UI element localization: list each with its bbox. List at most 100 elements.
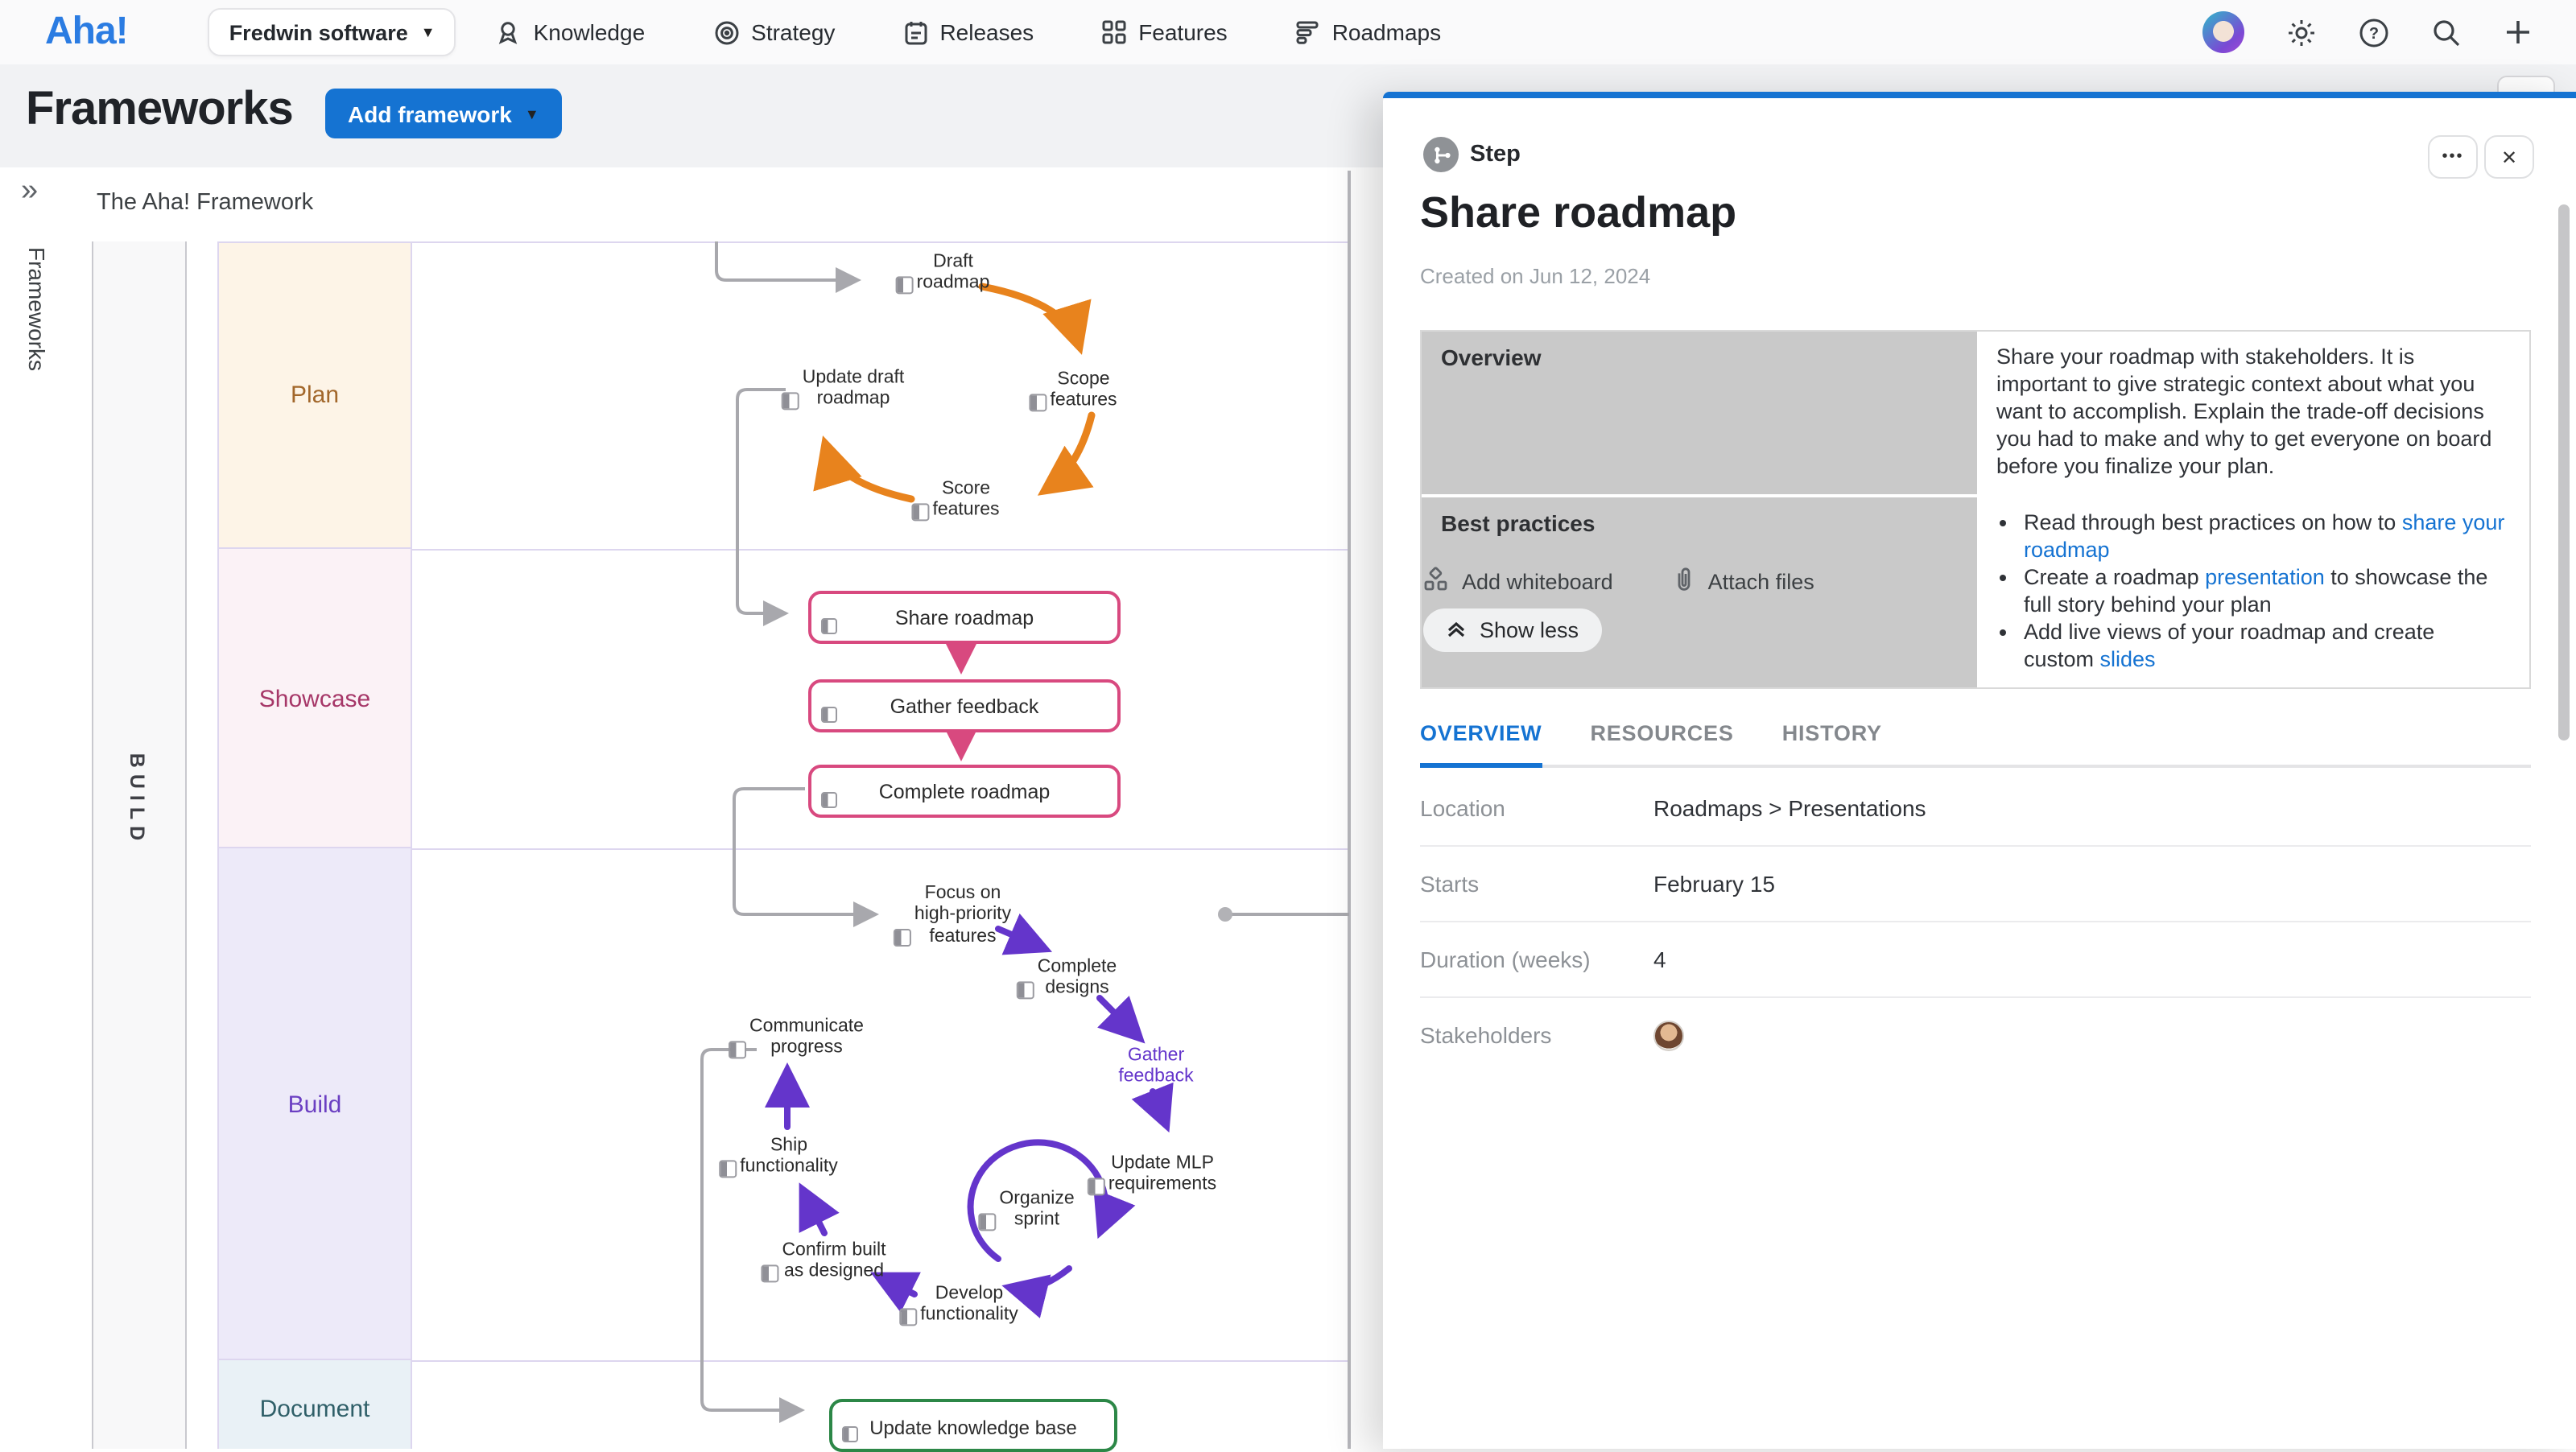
description-table: Overview Share your roadmap with stakeho… [1420,330,2531,689]
nav-item-label: Knowledge [533,19,646,45]
close-panel-button[interactable]: ✕ [2484,135,2534,179]
table-label-overview: Overview [1422,332,1977,494]
more-options-button[interactable]: ••• [2428,135,2478,179]
chevron-down-icon: ▼ [524,105,539,122]
diagram-box-update-knowledge-base[interactable]: Update knowledge base [829,1399,1117,1452]
workspace-switcher[interactable]: Fredwin software ▼ [208,8,456,56]
stakeholder-avatar[interactable] [1653,1020,1684,1050]
phase-column [92,241,187,1449]
diagram-node-complete-designs[interactable]: Complete designs [1016,957,1117,1000]
field-row-starts: Starts February 15 [1420,847,2531,922]
attach-files-button[interactable]: Attach files [1671,567,1814,597]
record-title[interactable]: Share roadmap [1420,188,1737,237]
panel-scrollbar[interactable] [2558,204,2570,740]
slides-link[interactable]: slides [2099,646,2156,671]
help-icon[interactable]: ? [2357,16,2389,48]
card-icon [893,928,911,947]
roadmap-bars-icon [1295,19,1321,45]
tab-resources[interactable]: RESOURCES [1590,721,1734,745]
lane-divider [412,848,1348,850]
phase-vertical-label: BUILD [126,753,148,848]
card-icon [1029,393,1047,411]
lane-plan: Plan [217,241,412,549]
lane-label-build: Build [287,1091,342,1119]
diagram-node-focus-high-priority[interactable]: Focus on high-priority features [893,884,1011,948]
diagram-box-share-roadmap[interactable]: Share roadmap [808,591,1121,644]
lane-document: Document [217,1360,412,1449]
diagram-node-organize-sprint[interactable]: Organize sprint [978,1189,1075,1231]
diagram-node-update-draft-roadmap[interactable]: Update draft roadmap [781,368,904,410]
nav-item-releases[interactable]: Releases [902,19,1034,46]
record-type-label: Step [1470,142,1521,167]
diagram-node-score-features[interactable]: Score features [911,479,1000,522]
diagram-node-scope-features[interactable]: Scope features [1029,369,1117,412]
page-title: Frameworks [26,84,294,135]
nav-item-strategy[interactable]: Strategy [712,19,835,46]
share-roadmap-link[interactable]: share your roadmap [2024,510,2505,562]
table-label-best-practices: Best practices [1422,497,1977,687]
lane-showcase: Showcase [217,549,412,848]
add-plus-icon[interactable] [2502,16,2534,48]
presentation-link[interactable]: presentation [2205,564,2325,589]
panel-tabs: OVERVIEW RESOURCES HISTORY [1420,721,2531,768]
card-icon [729,1040,747,1058]
lane-divider [412,549,1348,551]
diagram-node-gather-feedback[interactable]: Gather feedback [1118,1046,1194,1087]
canvas-right-edge [1348,171,1351,1449]
nav-item-label: Features [1138,19,1228,45]
field-list: Location Roadmaps > Presentations Starts… [1420,771,2531,1072]
field-row-duration: Duration (weeks) 4 [1420,922,2531,998]
location-value[interactable]: Roadmaps > Presentations [1653,795,1926,821]
tab-history[interactable]: HISTORY [1781,721,1882,745]
diagram-node-communicate-progress[interactable]: Communicate progress [729,1017,864,1059]
card-icon [761,1264,779,1282]
diagram-node-draft-roadmap[interactable]: Draft roadmap [895,252,989,295]
nav-item-knowledge[interactable]: Knowledge [495,19,646,46]
step-type-icon [1423,137,1459,172]
card-icon [911,502,930,521]
diagram-node-update-mlp[interactable]: Update MLP requirements [1087,1153,1216,1196]
card-icon [781,391,799,410]
add-framework-button[interactable]: Add framework▼ [325,89,562,138]
nav-item-features[interactable]: Features [1101,19,1228,46]
frameworks-sidebar [0,167,76,1449]
card-icon [842,1426,858,1442]
sidebar-vertical-label: Frameworks [24,246,50,372]
chevron-down-icon: ▼ [420,24,436,40]
aha-logo[interactable]: Aha! [45,10,129,53]
lane-divider [412,241,1348,243]
diagram-node-develop-functionality[interactable]: Develop functionality [899,1284,1018,1326]
nav-item-label: Releases [939,19,1034,45]
diagram-node-ship-functionality[interactable]: Ship functionality [719,1136,838,1178]
lane-label-document: Document [259,1396,370,1423]
panel-accent-bar [1383,92,2576,98]
whiteboard-shapes-icon [1423,567,1449,597]
target-icon [712,19,740,46]
duration-value[interactable]: 4 [1653,947,1666,972]
tab-overview[interactable]: OVERVIEW [1420,721,1542,768]
calendar-icon [902,19,928,46]
expand-sidebar-icon[interactable]: » [21,174,39,208]
card-icon [1016,980,1034,999]
show-less-button[interactable]: Show less [1423,608,1602,652]
nav-item-label: Strategy [751,19,836,45]
starts-value[interactable]: February 15 [1653,871,1775,897]
settings-gear-icon[interactable] [2285,16,2317,48]
created-date: Created on Jun 12, 2024 [1420,264,1651,288]
best-practice-item: Create a roadmap presentation to showcas… [2024,565,2510,620]
lane-label-plan: Plan [290,382,340,409]
svg-text:?: ? [2368,24,2378,42]
nav-item-roadmaps[interactable]: Roadmaps [1295,19,1441,46]
knowledge-icon [495,19,522,46]
board-title[interactable]: The Aha! Framework [97,190,314,216]
diagram-node-confirm-built[interactable]: Confirm built as designed [761,1240,886,1283]
search-icon[interactable] [2429,16,2462,48]
lane-divider [412,1360,1348,1362]
add-whiteboard-button[interactable]: Add whiteboard [1423,567,1613,597]
diagram-box-gather-feedback[interactable]: Gather feedback [808,679,1121,732]
diagram-box-complete-roadmap[interactable]: Complete roadmap [808,765,1121,818]
card-icon [978,1212,997,1231]
user-avatar[interactable] [2202,11,2244,53]
best-practices-list: Read through best practices on how to sh… [1977,497,2529,687]
field-row-stakeholders: Stakeholders [1420,998,2531,1072]
